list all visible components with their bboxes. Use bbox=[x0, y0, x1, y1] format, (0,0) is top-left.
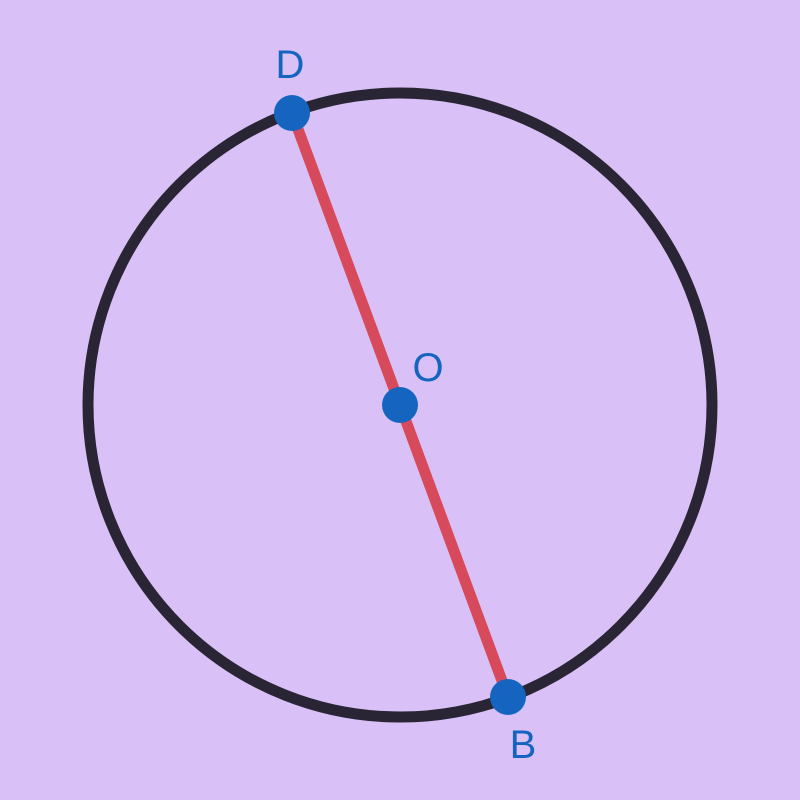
label-d: D bbox=[276, 43, 305, 87]
label-b: B bbox=[510, 723, 537, 767]
label-o: O bbox=[412, 346, 443, 390]
circle-outline bbox=[82, 87, 718, 723]
point-o-center bbox=[382, 387, 418, 423]
point-d bbox=[274, 95, 310, 131]
point-b bbox=[490, 679, 526, 715]
